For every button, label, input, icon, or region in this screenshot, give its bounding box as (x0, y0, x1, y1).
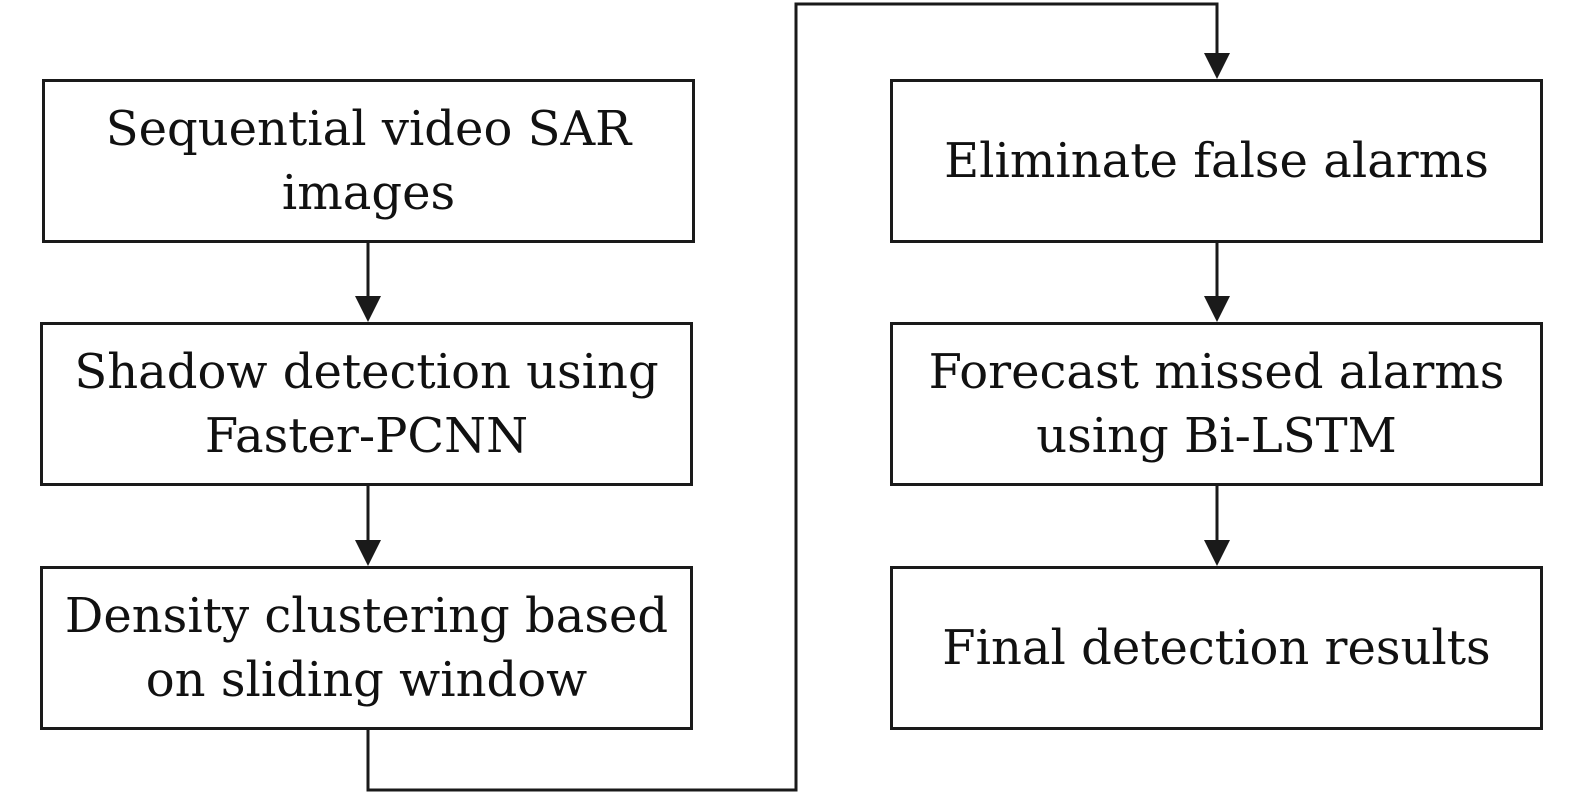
arrow-3-to-4-line (366, 2, 1219, 792)
step-box-eliminate-false-alarms: Eliminate false alarms (890, 79, 1543, 243)
step-box-density-clustering: Density clustering based on sliding wind… (40, 566, 693, 730)
step-box-sequential-video-sar: Sequential video SAR images (42, 79, 695, 243)
step-box-forecast-missed-alarms: Forecast missed alarms using Bi-LSTM (890, 322, 1543, 486)
step-label: Shadow detection using Faster-PCNN (74, 344, 659, 464)
arrowhead-to-box-3 (355, 540, 381, 566)
step-box-final-results: Final detection results (890, 566, 1543, 730)
arrowhead-to-box-5 (1204, 296, 1230, 322)
step-label: Sequential video SAR images (105, 101, 632, 221)
arrowhead-to-box-6 (1204, 540, 1230, 566)
step-label: Forecast missed alarms using Bi-LSTM (928, 344, 1505, 464)
step-label: Final detection results (942, 620, 1491, 676)
step-box-shadow-detection: Shadow detection using Faster-PCNN (40, 322, 693, 486)
step-label: Density clustering based on sliding wind… (64, 588, 669, 708)
step-label: Eliminate false alarms (944, 133, 1489, 189)
arrowhead-to-box-2 (355, 296, 381, 322)
arrowhead-to-box-4 (1204, 53, 1230, 79)
